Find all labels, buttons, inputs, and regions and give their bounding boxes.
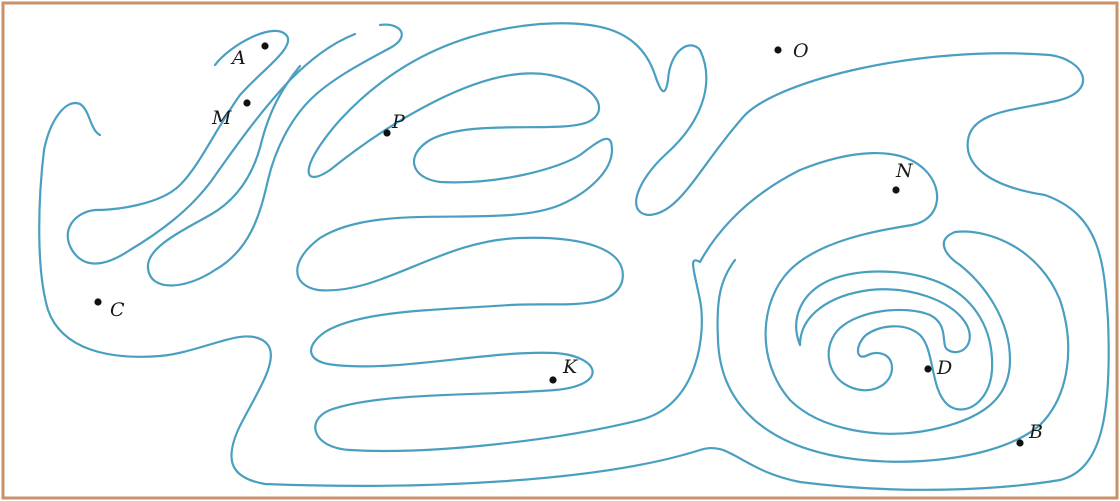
point-p-dot bbox=[383, 129, 390, 136]
point-b-dot bbox=[1016, 439, 1023, 446]
left-inner-channel bbox=[148, 25, 402, 286]
point-p-label: P bbox=[391, 111, 406, 133]
point-o-label: O bbox=[793, 40, 809, 62]
point-c-dot bbox=[94, 298, 101, 305]
point-n: N bbox=[892, 160, 914, 194]
point-o: O bbox=[774, 40, 809, 62]
point-a-label: A bbox=[230, 47, 246, 69]
point-d-label: D bbox=[936, 357, 952, 379]
right-spiral-outer bbox=[700, 153, 1068, 462]
point-n-label: N bbox=[895, 160, 914, 182]
point-o-dot bbox=[774, 46, 781, 53]
point-a: A bbox=[230, 42, 269, 69]
point-m: M bbox=[211, 99, 251, 129]
point-b: B bbox=[1016, 421, 1043, 447]
point-k: K bbox=[549, 356, 579, 384]
point-k-dot bbox=[549, 376, 556, 383]
point-m-label: M bbox=[211, 107, 232, 129]
point-d: D bbox=[924, 357, 952, 379]
point-a-dot bbox=[261, 42, 268, 49]
point-p: P bbox=[383, 111, 406, 137]
point-c-label: C bbox=[110, 299, 125, 321]
curve-group bbox=[39, 23, 1108, 490]
point-n-dot bbox=[892, 186, 899, 193]
point-k-label: K bbox=[562, 356, 579, 378]
point-c: C bbox=[94, 298, 125, 321]
point-b-label: B bbox=[1028, 421, 1043, 443]
right-spiral-inner bbox=[796, 272, 992, 410]
point-m-dot bbox=[243, 99, 250, 106]
upper-left-finger bbox=[68, 31, 355, 264]
point-d-dot bbox=[924, 365, 931, 372]
